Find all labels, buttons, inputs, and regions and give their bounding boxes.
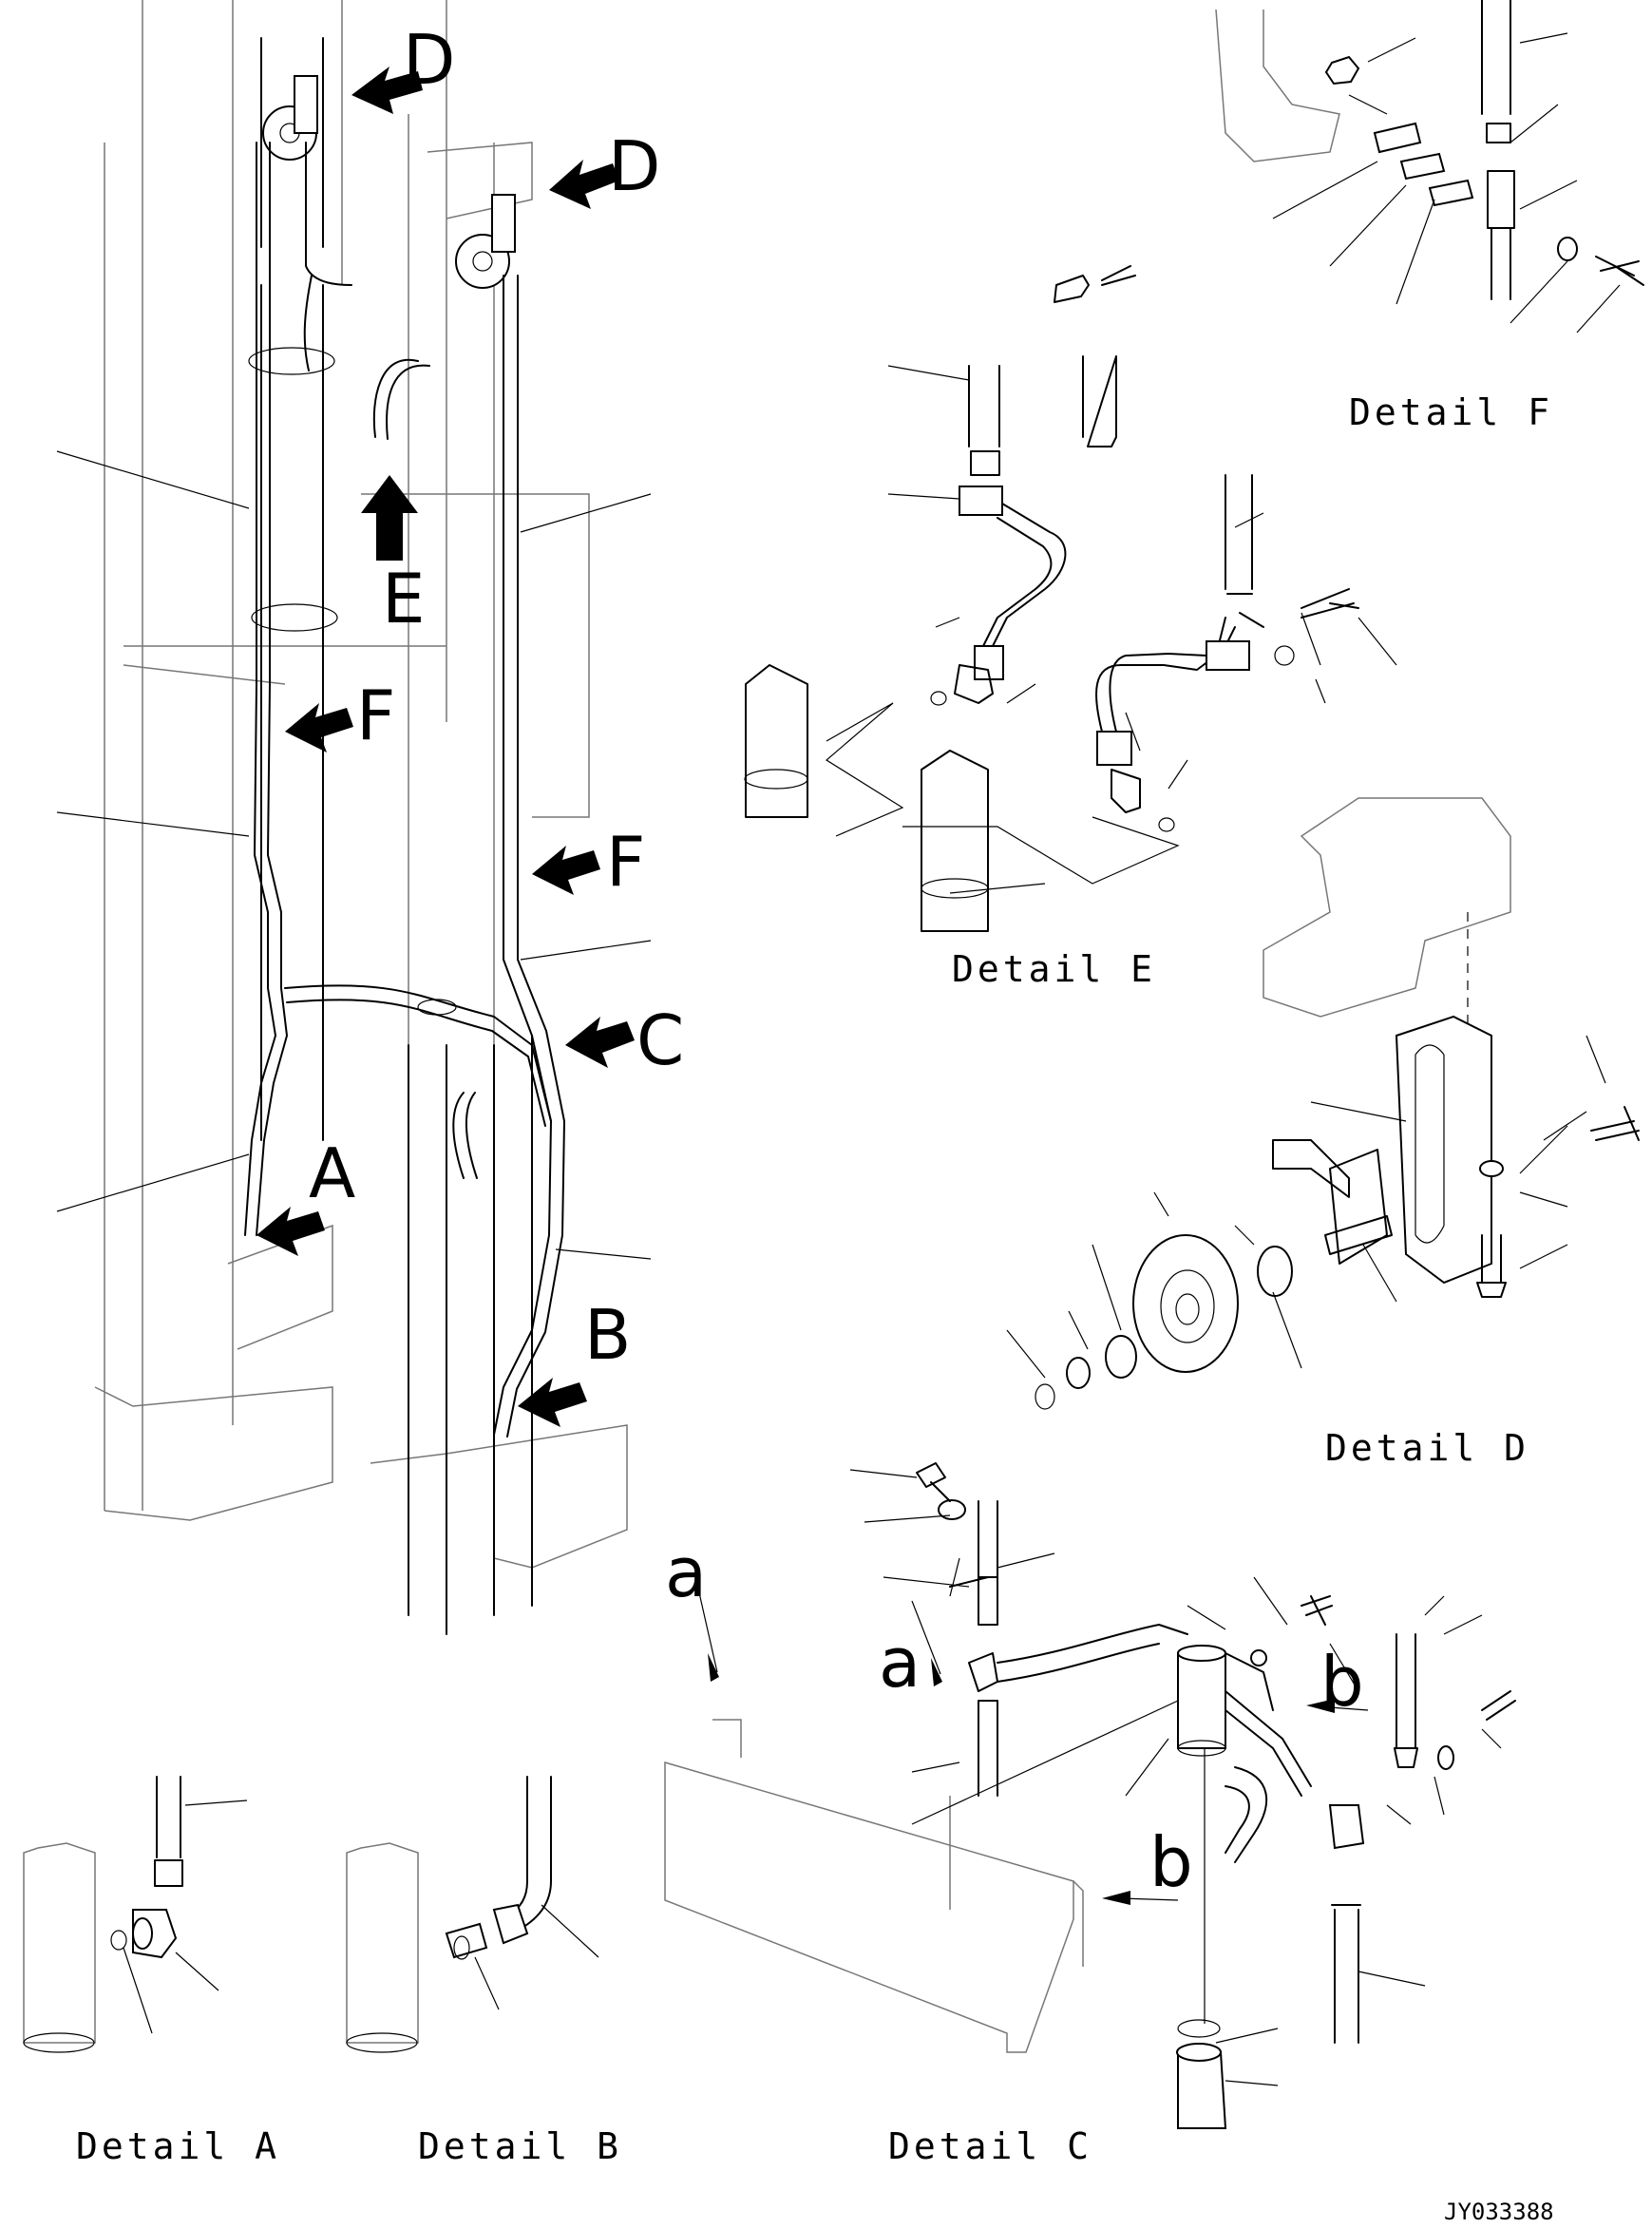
marker-a-right: a <box>879 1623 921 1703</box>
marker-b-upper: b <box>1320 1642 1364 1722</box>
detail-c-caption: Detail C <box>888 2125 1092 2167</box>
view-arrow-f-left <box>285 703 353 752</box>
detail-e-caption: Detail E <box>952 948 1156 990</box>
view-arrow-e <box>361 475 418 561</box>
view-label-a: A <box>309 1133 355 1213</box>
view-label-b: B <box>584 1295 631 1375</box>
mast-assembly <box>56 0 652 1635</box>
detail-a: Detail A <box>23 1776 280 2167</box>
marker-arrow-b-upper <box>1306 1699 1335 1713</box>
detail-a-caption: Detail A <box>76 2125 280 2167</box>
view-arrow-a <box>256 1207 325 1256</box>
view-label-d-right: D <box>608 126 660 206</box>
view-arrow-c <box>565 1017 635 1068</box>
detail-f: Detail F <box>1215 0 1644 433</box>
detail-c: a a b b Detail C <box>664 1462 1516 2167</box>
detail-b-caption: Detail B <box>418 2125 622 2167</box>
marker-a-left: a <box>665 1533 707 1612</box>
view-arrows: D D E F F C A B <box>256 20 684 1427</box>
view-arrow-f-right <box>532 846 600 895</box>
marker-arrow-a-left <box>708 1653 719 1682</box>
marker-arrow-a-right <box>931 1658 942 1686</box>
view-label-d-top: D <box>403 20 455 100</box>
detail-f-caption: Detail F <box>1349 391 1553 433</box>
view-label-f-right: F <box>606 822 645 902</box>
view-label-e: E <box>382 559 426 638</box>
figure-reference: JY033388 <box>1444 2199 1554 2225</box>
detail-d-caption: Detail D <box>1325 1427 1529 1469</box>
view-label-f-left: F <box>356 676 395 755</box>
view-arrow-b <box>518 1378 587 1427</box>
detail-d: Detail D <box>1006 797 1640 1469</box>
view-label-c: C <box>636 1000 684 1080</box>
detail-e: Detail E <box>744 265 1397 990</box>
view-arrow-d-top <box>351 67 423 114</box>
marker-arrow-b-lower <box>1102 1891 1130 1905</box>
marker-b-lower: b <box>1149 1822 1193 1902</box>
detail-b: Detail B <box>346 1776 622 2167</box>
view-arrow-d-right <box>549 160 619 209</box>
